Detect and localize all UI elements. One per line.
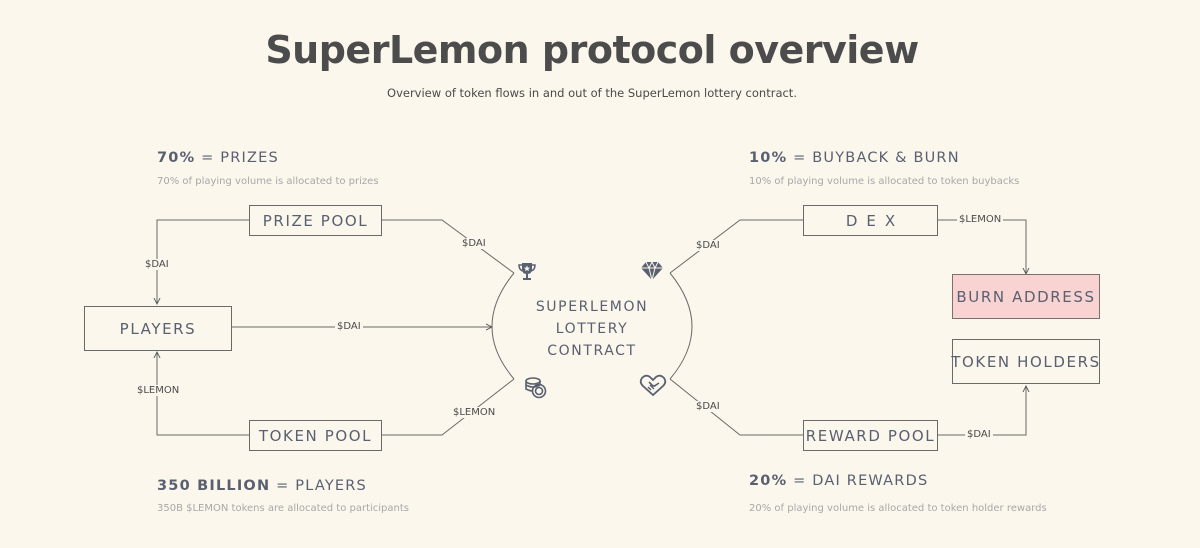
prize-pool-node: PRIZE POOL [249, 205, 382, 236]
handshake-heart-icon [639, 374, 667, 397]
rewards-heading: 20% = DAI REWARDS [749, 473, 928, 489]
players-label: = PLAYERS [276, 478, 367, 494]
reward-pool-node: REWARD POOL [803, 420, 938, 451]
page-subtitle: Overview of token flows in and out of th… [387, 86, 797, 100]
contract-node: SUPERLEMON LOTTERY CONTRACT [528, 296, 656, 362]
rewards-label: = DAI REWARDS [793, 473, 929, 489]
flow-label-contract-to-dex: $DAI [694, 240, 722, 251]
players-description: 350B $LEMON tokens are allocated to part… [157, 503, 409, 514]
rewards-value: 20% [749, 473, 788, 489]
trophy-icon [518, 263, 536, 280]
prizes-label: = PRIZES [201, 150, 279, 166]
flow-label-prize-to-players: $DAI [143, 259, 171, 270]
buyback-description: 10% of playing volume is allocated to to… [749, 176, 1020, 187]
flow-label-dex-to-burn: $LEMON [957, 214, 1004, 225]
prizes-description: 70% of playing volume is allocated to pr… [157, 176, 379, 187]
dex-node: DEX [803, 205, 938, 236]
buyback-value: 10% [749, 150, 788, 166]
contract-line-3: CONTRACT [547, 343, 637, 359]
contract-line-1: SUPERLEMON [535, 299, 649, 315]
buyback-heading: 10% = BUYBACK & BURN [749, 150, 960, 166]
token-holders-node: TOKEN HOLDERS [951, 339, 1100, 384]
token-pool-node: TOKEN POOL [249, 420, 382, 451]
players-heading: 350 BILLION = PLAYERS [157, 478, 367, 494]
contract-line-2: LOTTERY [555, 321, 629, 337]
players-value: 350 BILLION [157, 478, 271, 494]
buyback-label: = BUYBACK & BURN [793, 150, 960, 166]
flow-label-prize-to-contract: $DAI [460, 238, 488, 249]
coins-icon [525, 377, 547, 399]
flow-label-token-pool-to-players: $LEMON [135, 385, 182, 396]
flow-label-contract-to-reward: $DAI [694, 401, 722, 412]
rewards-description: 20% of playing volume is allocated to to… [749, 503, 1047, 514]
flow-label-reward-to-holders: $DAI [965, 429, 993, 440]
prizes-heading: 70% = PRIZES [157, 150, 279, 166]
flow-label-players-to-contract: $DAI [335, 321, 363, 332]
diamond-icon [641, 260, 663, 281]
page-title: SuperLemon protocol overview [265, 28, 919, 72]
burn-address-node: BURN ADDRESS [952, 274, 1100, 319]
flow-label-token-pool-to-contract: $LEMON [451, 407, 498, 418]
players-node: PLAYERS [84, 306, 232, 351]
prizes-value: 70% [157, 150, 196, 166]
